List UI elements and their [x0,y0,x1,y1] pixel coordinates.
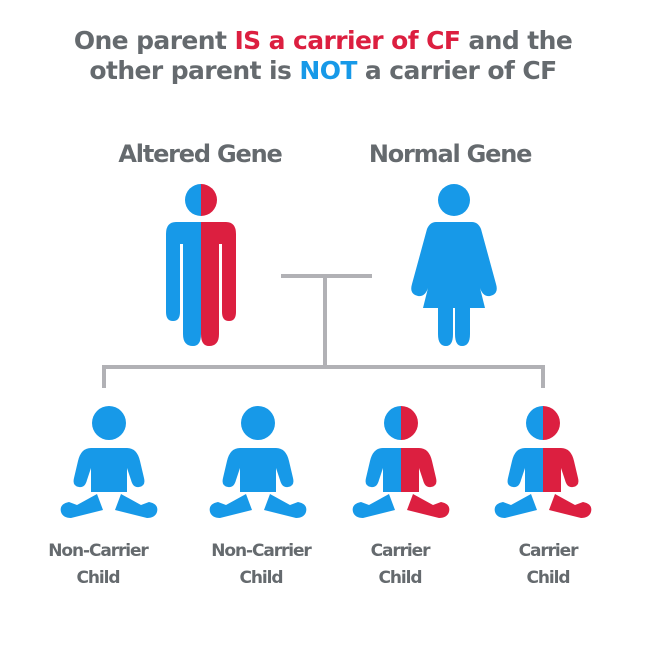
title-line-2-pre: other parent is [89,56,300,85]
title-line-1-post: and the [460,26,573,55]
child-label-4-line1: Carrier [518,541,579,561]
title-line-2: other parent is NOT a carrier of CF [0,56,646,86]
title-line-1: One parent IS a carrier of CF and the [0,26,646,56]
child-label-2-line1: Non-Carrier [211,541,312,561]
child-label-1-line1: Non-Carrier [48,541,149,561]
female-parent-icon [411,184,497,346]
title-carrier-highlight: IS a carrier of CF [234,26,461,55]
child-icon-2 [209,406,307,518]
child-icon-4 [494,406,592,518]
title-line-1-pre: One parent [73,26,235,55]
child-icon-3 [352,406,450,518]
child-label-4-line2: Child [526,568,571,588]
child-label-4: Carrier Child [478,538,618,592]
parent-label-normal-gene: Normal Gene [368,140,533,168]
parent-label-altered-gene: Altered Gene [118,140,282,168]
title-line-2-post: a carrier of CF [356,56,557,85]
child-label-3-line2: Child [378,568,423,588]
child-label-3: Carrier Child [330,538,470,592]
child-label-1-line2: Child [76,568,121,588]
child-icon-1 [60,406,158,518]
child-label-2-line2: Child [239,568,284,588]
male-parent-icon [166,184,236,346]
connector-lines [102,274,545,388]
title-not-highlight: NOT [299,56,357,85]
child-label-2: Non-Carrier Child [191,538,331,592]
child-label-3-line1: Carrier [370,541,431,561]
child-label-1: Non-Carrier Child [28,538,168,592]
